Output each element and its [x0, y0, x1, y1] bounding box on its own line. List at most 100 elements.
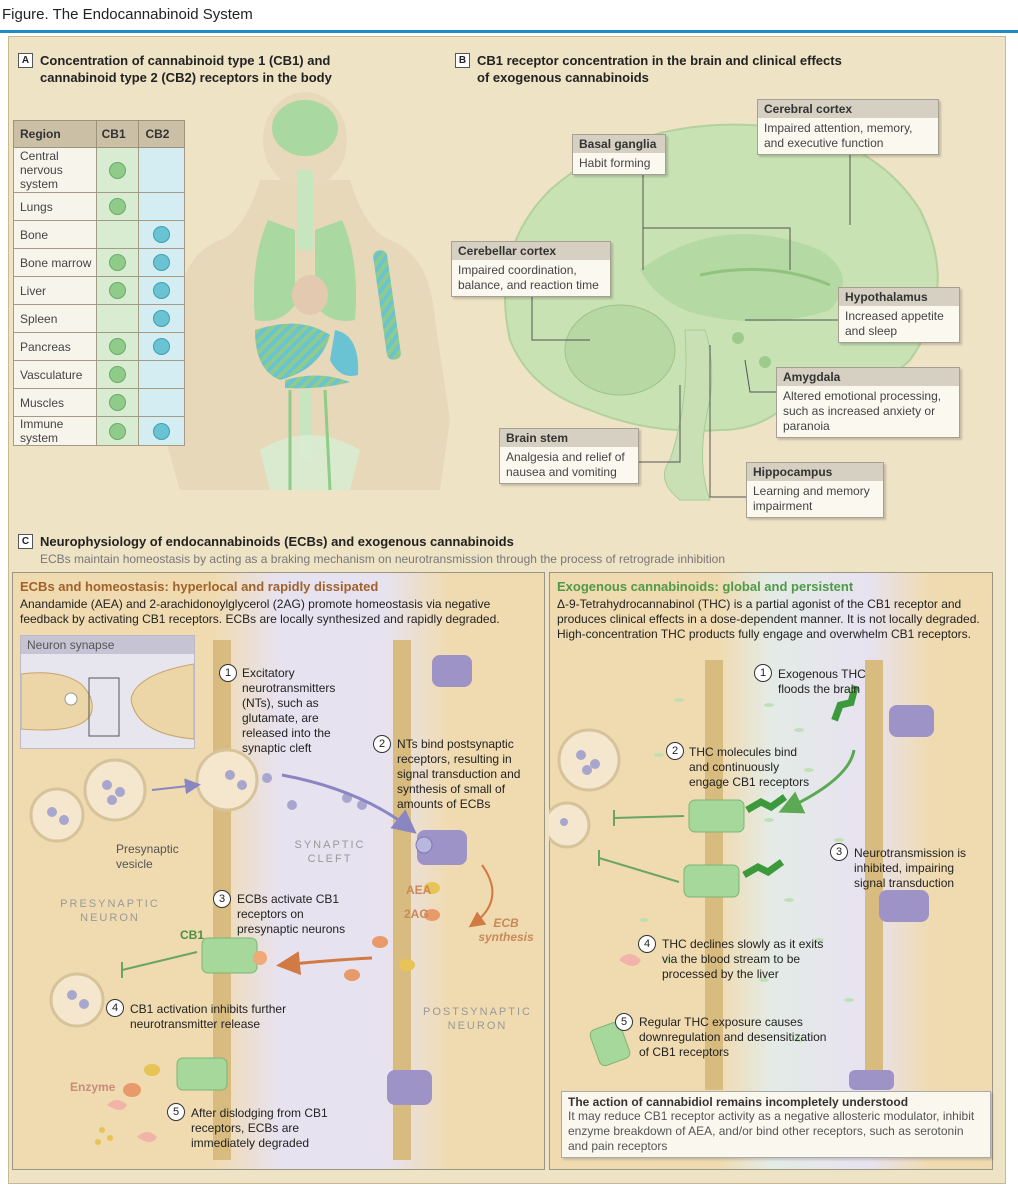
region-name: Spleen	[13, 304, 97, 333]
pelvis-shape	[260, 435, 360, 490]
panel-a-title-1: Concentration of cannabinoid type 1 (CB1…	[40, 53, 331, 68]
cb1-marker	[109, 282, 127, 299]
cb2-marker	[153, 254, 171, 271]
cb1-marker	[109, 254, 127, 271]
callout-basal-ganglia: Basal ganglia Habit forming	[572, 134, 666, 175]
cb1-receptor	[201, 937, 258, 974]
panel-b-title-2: of exogenous cannabinoids	[477, 70, 649, 85]
right-step-2-text: THC molecules bind and continuously enga…	[689, 745, 810, 789]
region-name: Lungs	[13, 192, 97, 221]
callout-cerebral-cortex: Cerebral cortex Impaired attention, memo…	[757, 99, 939, 155]
callout-hypothalamus: Hypothalamus Increased appetite and slee…	[838, 287, 960, 343]
brain-illustration	[504, 123, 939, 501]
callout-hippocampus: Hippocampus Learning and memory impairme…	[746, 462, 884, 518]
thc-synapse-illustration	[549, 660, 934, 1090]
panel-a-heading: A Concentration of cannabinoid type 1 (CB…	[18, 52, 332, 86]
cb2-cell	[138, 192, 185, 221]
callout-body: Analgesia and relief of nausea and vomit…	[506, 450, 625, 479]
step-number: 4	[638, 935, 656, 953]
step-number: 5	[167, 1103, 185, 1121]
arm-bone-shape	[373, 250, 401, 360]
step-number: 5	[615, 1013, 633, 1031]
left-step-5-text: After dislodging from CB1 receptors, ECB…	[191, 1106, 328, 1150]
label-ecb-synthesis: ECB synthesis	[478, 916, 534, 944]
callout-title: Hippocampus	[747, 463, 883, 481]
cb1-receptor-desensitized	[589, 1021, 631, 1067]
right-panel-intro: Δ-9-Tetrahydrocannabinol (THC) is a part…	[557, 597, 980, 641]
inset-label: Neuron synapse	[21, 636, 194, 654]
region-name: Muscles	[13, 388, 97, 417]
label-presynaptic-neuron: PRESYNAPTIC NEURON	[60, 898, 160, 924]
callout-title: Brain stem	[500, 429, 638, 447]
table-row: Vasculature	[13, 360, 185, 389]
vesicle	[195, 748, 259, 812]
label-postsynaptic-neuron: POSTSYNAPTIC NEURON	[423, 1006, 532, 1032]
panel-c-letter: C	[18, 534, 33, 549]
panel-b-title-1: CB1 receptor concentration in the brain …	[477, 53, 842, 68]
label-enzyme: Enzyme	[70, 1080, 116, 1094]
step-number: 1	[754, 664, 772, 682]
cannabidiol-note: The action of cannabidiol remains incomp…	[561, 1091, 991, 1158]
cb1-marker	[109, 338, 127, 355]
cb1-cell	[95, 276, 140, 305]
table-row: Liver	[13, 276, 185, 305]
liver-shape	[255, 323, 330, 380]
vesicle	[549, 801, 591, 849]
left-step-2-text: NTs bind postsynaptic receptors, resulti…	[397, 737, 521, 811]
table-row: Immune system	[13, 416, 185, 446]
left-step-4-text: CB1 activation inhibits further neurotra…	[130, 1002, 287, 1031]
cb2-cell	[138, 276, 185, 305]
cb2-cell	[138, 360, 185, 389]
callout-title: Basal ganglia	[573, 135, 665, 153]
figure-title: Figure. The Endocannabinoid System	[2, 6, 253, 23]
panel-a-letter: A	[18, 53, 33, 68]
label-cb1: CB1	[180, 928, 205, 942]
label-synaptic-cleft: SYNAPTIC CLEFT	[294, 839, 366, 865]
step-number: 3	[213, 890, 231, 908]
cb2-cell	[138, 304, 185, 333]
callout-body: Habit forming	[579, 156, 651, 170]
brain-shape	[272, 100, 338, 156]
postsynaptic-receptor	[889, 705, 934, 737]
right-step-1-text: Exogenous THC floods the brain	[778, 667, 866, 696]
step-number: 2	[666, 742, 684, 760]
title-rule	[0, 30, 1018, 33]
label-2ag: 2AG	[404, 907, 429, 921]
table-row: Spleen	[13, 304, 185, 333]
cb1-cell	[95, 192, 140, 221]
right-step-4-text: THC declines slowly as it exits via the …	[662, 937, 824, 981]
synapse-thumbnail	[21, 663, 194, 740]
cb1-marker	[109, 366, 127, 383]
table-row: Pancreas	[13, 332, 185, 361]
region-name: Bone marrow	[13, 248, 97, 277]
left-step-3-text: ECBs activate CB1 receptors on presynapt…	[237, 892, 346, 936]
step-number: 2	[373, 735, 391, 753]
step-number: 3	[830, 843, 848, 861]
label-aea: AEA	[406, 883, 432, 897]
callout-title: Amygdala	[777, 368, 959, 386]
table-row: Lungs	[13, 192, 185, 221]
vesicle	[29, 787, 85, 843]
cb2-cell	[138, 220, 185, 249]
step-number: 1	[219, 664, 237, 682]
vesicle	[557, 728, 621, 792]
cb1-cell	[95, 304, 140, 333]
cb2-cell	[138, 147, 185, 193]
left-panel-intro: Anandamide (AEA) and 2-arachidonoylglyce…	[20, 597, 500, 626]
cb1-cell	[95, 248, 140, 277]
callout-amygdala: Amygdala Altered emotional processing, s…	[776, 367, 960, 438]
cb1-marker	[109, 422, 127, 440]
region-name: Central nervous system	[13, 147, 97, 193]
cb1-cell	[95, 416, 140, 446]
panel-a-title-2: cannabinoid type 2 (CB2) receptors in th…	[40, 70, 332, 85]
ecb-synapse-illustration	[29, 640, 494, 1160]
region-name: Immune system	[13, 416, 97, 446]
region-name: Vasculature	[13, 360, 97, 389]
callout-body: Learning and memory impairment	[753, 484, 870, 513]
cb2-marker	[153, 422, 171, 440]
body-illustration	[160, 92, 450, 491]
cb1-cell	[95, 360, 140, 389]
